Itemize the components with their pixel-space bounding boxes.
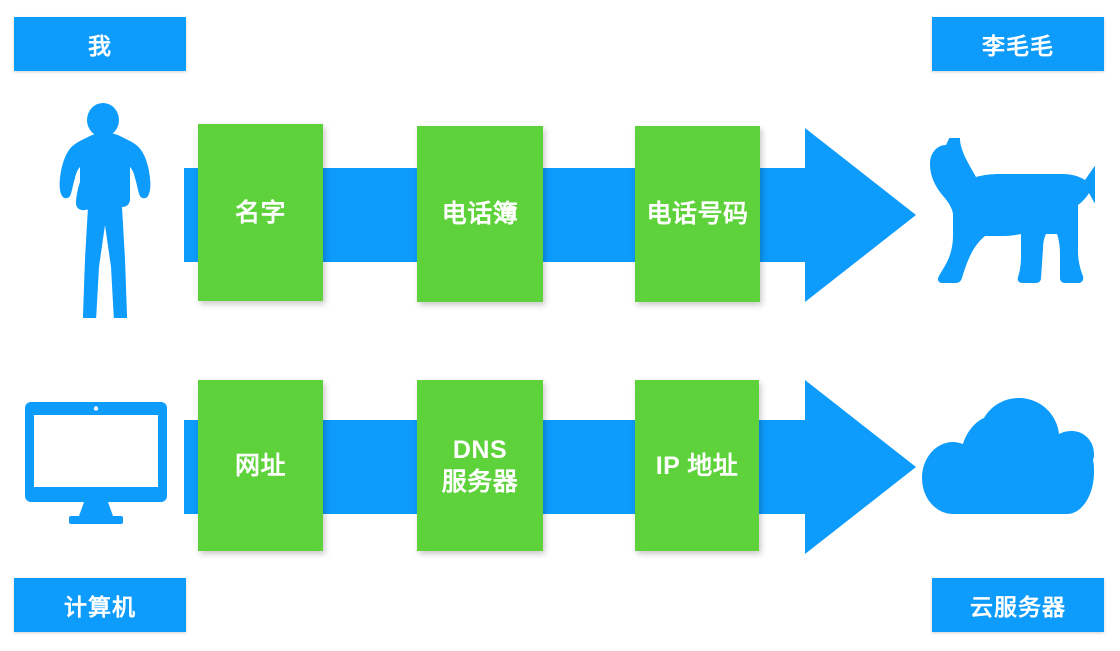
step-box-bottom-3-label: IP 地址: [655, 451, 739, 480]
caption-bottom-left-label: 计算机: [64, 594, 136, 620]
step-box-bottom-3: IP 地址: [635, 380, 759, 551]
step-box-top-3-label: 电话号码: [646, 200, 749, 228]
step-box-top-2: 电话簿: [417, 126, 543, 302]
caption-bottom-right: 云服务器: [932, 578, 1104, 632]
cloud-icon: [922, 398, 1094, 514]
step-box-bottom-1: 网址: [198, 380, 323, 551]
caption-bottom-right-label: 云服务器: [970, 594, 1066, 620]
step-box-top-2-label: 电话簿: [441, 200, 519, 228]
person-icon: [48, 103, 158, 318]
caption-top-right-label: 李毛毛: [982, 33, 1054, 59]
cat-icon: [910, 138, 1095, 306]
caption-top-right: 李毛毛: [932, 17, 1104, 71]
step-box-top-1-label: 名字: [234, 198, 286, 227]
caption-top-left-label: 我: [88, 33, 112, 59]
caption-top-left: 我: [14, 17, 186, 71]
step-box-bottom-1-label: 网址: [234, 451, 286, 480]
caption-bottom-left: 计算机: [14, 578, 186, 632]
step-box-bottom-2: DNS 服务器: [417, 380, 543, 551]
step-box-top-3: 电话号码: [635, 126, 760, 302]
step-box-top-1: 名字: [198, 124, 323, 301]
step-box-bottom-2-label: DNS 服务器: [441, 435, 519, 496]
monitor-icon: [25, 402, 167, 524]
